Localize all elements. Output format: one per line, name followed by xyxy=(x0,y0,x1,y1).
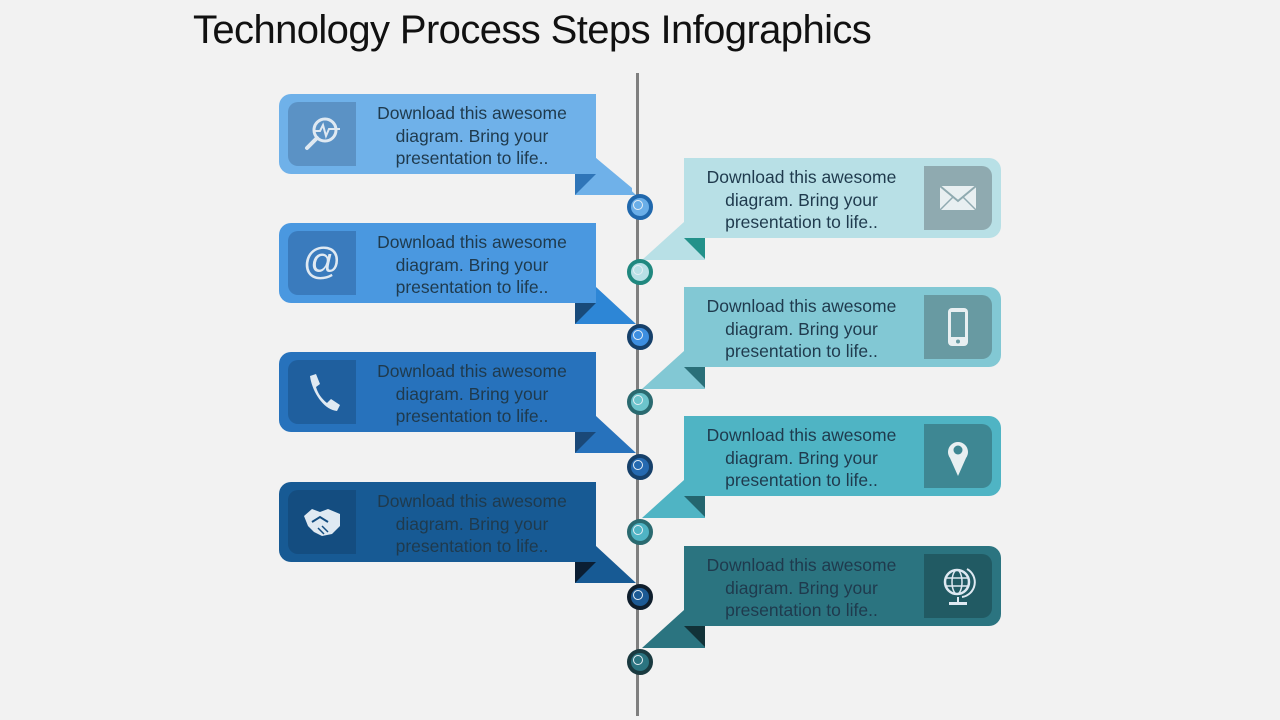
step-7-fold xyxy=(575,562,596,583)
timeline-node-3 xyxy=(627,324,653,350)
step-7-text: Download this awesome diagram. Bring you… xyxy=(377,491,567,556)
magnifier-pulse-icon xyxy=(305,117,340,150)
step-4-tail xyxy=(642,351,705,389)
timeline-node-2 xyxy=(627,259,653,285)
step-5-fold xyxy=(575,432,596,453)
step-6-text: Download this awesome diagram. Bring you… xyxy=(706,425,897,490)
handshake-icon xyxy=(304,509,340,536)
step-2-text: Download this awesome diagram. Bring you… xyxy=(706,167,897,232)
svg-text:@: @ xyxy=(303,241,342,283)
timeline-node-6 xyxy=(627,519,653,545)
step-4-icon-tile xyxy=(924,295,992,359)
step-8-callout: Download this awesome diagram. Bring you… xyxy=(684,546,1001,626)
step-3-tail xyxy=(575,287,636,324)
at-sign-icon: @ xyxy=(303,241,342,283)
step-2-icon-tile xyxy=(924,166,992,230)
phone-handset-icon xyxy=(310,374,340,411)
step-4-fold xyxy=(684,367,705,388)
step-5-tail xyxy=(575,416,636,453)
step-5-text: Download this awesome diagram. Bring you… xyxy=(377,361,567,426)
step-6-fold xyxy=(684,496,705,517)
step-2-tail xyxy=(642,222,705,260)
page-title: Technology Process Steps Infographics xyxy=(193,8,872,52)
step-2-callout: Download this awesome diagram. Bring you… xyxy=(684,158,1001,238)
step-7-callout: Download this awesome diagram. Bring you… xyxy=(279,482,596,562)
envelope-icon xyxy=(939,185,977,211)
timeline-node-4 xyxy=(627,389,653,415)
step-6-tail xyxy=(642,480,705,518)
step-6-callout: Download this awesome diagram. Bring you… xyxy=(684,416,1001,496)
step-5-icon-tile xyxy=(288,360,356,424)
step-6-icon-tile xyxy=(924,424,992,488)
step-3-text: Download this awesome diagram. Bring you… xyxy=(377,232,567,297)
step-4-text: Download this awesome diagram. Bring you… xyxy=(706,296,897,361)
step-7-icon-tile xyxy=(288,490,356,554)
timeline-node-8 xyxy=(627,649,653,675)
step-1-callout: Download this awesome diagram. Bring you… xyxy=(279,94,596,174)
step-7-tail xyxy=(575,546,636,583)
timeline-node-1 xyxy=(627,194,653,220)
step-3-callout: @ Download this awesome diagram. Bring y… xyxy=(279,223,596,303)
step-8-tail xyxy=(642,610,705,648)
step-1-tail-main xyxy=(575,150,636,195)
step-1-fold xyxy=(575,174,596,195)
step-2-fold xyxy=(684,238,705,259)
step-1-text: Download this awesome diagram. Bring you… xyxy=(377,103,567,168)
step-8-icon-tile xyxy=(924,554,992,618)
globe-icon xyxy=(943,568,976,605)
smartphone-icon xyxy=(948,308,968,346)
timeline-node-5 xyxy=(627,454,653,480)
step-8-fold xyxy=(684,626,705,647)
step-1-icon-tile xyxy=(288,102,356,166)
step-8-text: Download this awesome diagram. Bring you… xyxy=(706,555,897,620)
step-5-callout: Download this awesome diagram. Bring you… xyxy=(279,352,596,432)
step-4-callout: Download this awesome diagram. Bring you… xyxy=(684,287,1001,367)
step-3-fold xyxy=(575,303,596,324)
timeline-node-7 xyxy=(627,584,653,610)
map-pin-icon xyxy=(948,442,968,476)
step-3-icon-tile: @ xyxy=(288,231,356,295)
